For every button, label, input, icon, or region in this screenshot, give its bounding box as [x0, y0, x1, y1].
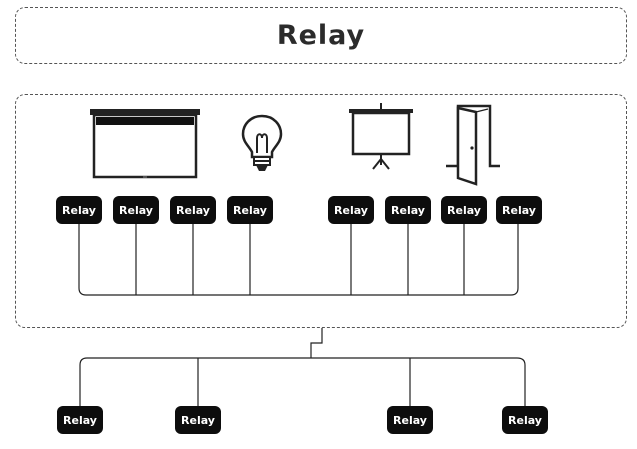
- diagram-title: Relay: [276, 20, 366, 51]
- relay-button-5[interactable]: Relay: [328, 196, 374, 224]
- light-bulb-icon: [241, 114, 283, 171]
- relay-button-6[interactable]: Relay: [385, 196, 431, 224]
- outer-relay-button-4[interactable]: Relay: [502, 406, 548, 434]
- presentation-screen-icon: [349, 103, 413, 170]
- outer-relay-button-3[interactable]: Relay: [387, 406, 433, 434]
- projector-screen-icon: [90, 109, 200, 179]
- relay-button-1[interactable]: Relay: [56, 196, 102, 224]
- relay-button-2[interactable]: Relay: [113, 196, 159, 224]
- relay-button-7[interactable]: Relay: [441, 196, 487, 224]
- relay-group-container: [15, 94, 627, 328]
- outer-relay-button-1[interactable]: Relay: [57, 406, 103, 434]
- relay-button-3[interactable]: Relay: [170, 196, 216, 224]
- relay-button-4[interactable]: Relay: [227, 196, 273, 224]
- title-banner: Relay: [15, 7, 627, 64]
- door-icon: [446, 104, 500, 186]
- outer-relay-button-2[interactable]: Relay: [175, 406, 221, 434]
- relay-button-8[interactable]: Relay: [496, 196, 542, 224]
